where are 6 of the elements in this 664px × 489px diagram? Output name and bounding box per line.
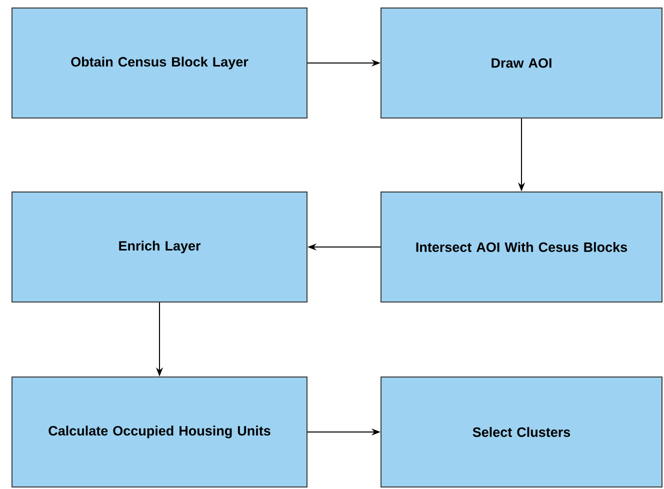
- process-box: Enrich Layer: [12, 192, 308, 302]
- process-box: Select Clusters: [380, 376, 662, 488]
- process-box: Intersect AOI With Cesus Blocks: [380, 192, 662, 302]
- process-box: Obtain Census Block Layer: [12, 8, 308, 118]
- process-box: Calculate Occupied Housing Units: [12, 376, 308, 488]
- process-box: Draw AOI: [380, 8, 662, 118]
